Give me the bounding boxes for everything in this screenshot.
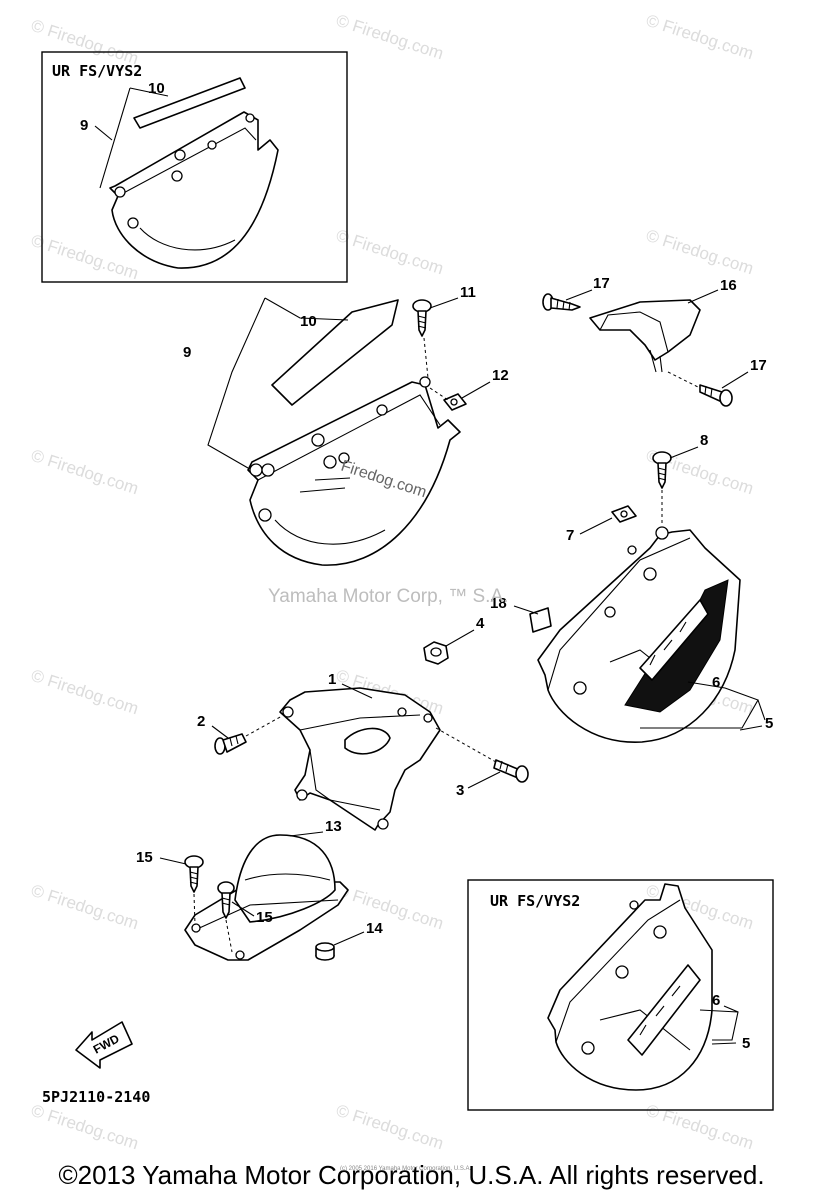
watermark: © Firedog.com (334, 1101, 446, 1154)
callout-14: 14 (366, 920, 383, 937)
decal-10-inset (133, 77, 246, 129)
callout-17-upper: 17 (593, 275, 610, 292)
watermark: © Firedog.com (644, 11, 756, 64)
inset-box-top (41, 51, 348, 283)
bracket-16 (589, 299, 701, 373)
callout-16: 16 (720, 277, 737, 294)
callout-5-inset: 5 (742, 1035, 750, 1052)
screw-8 (652, 451, 672, 489)
clip-7 (611, 505, 637, 523)
copyright-notice: ©2013 Yamaha Motor Corporation, U.S.A. A… (58, 1160, 765, 1190)
callout-18: 18 (490, 595, 507, 612)
callout-6: 6 (712, 674, 720, 691)
inset-label-top: UR FS/VYS2 (52, 62, 142, 80)
callout-3: 3 (456, 782, 464, 799)
fine-print: (c) 2005 2016 Yamaha Motor Corporation, … (340, 1166, 472, 1172)
callout-2: 2 (197, 713, 205, 730)
side-cover-9-drawing (247, 299, 461, 566)
side-cover-9-inset (109, 111, 279, 269)
callout-11: 11 (460, 284, 476, 301)
callout-1: 1 (328, 671, 336, 688)
screw-11 (412, 299, 432, 337)
screw-17-upper (542, 293, 581, 311)
emblem-6-text (639, 599, 709, 681)
watermark: © Firedog.com (29, 446, 141, 499)
callout-13: 13 (325, 818, 342, 835)
diagram-code: 5PJ2110-2140 (42, 1088, 150, 1106)
cover-13 (184, 834, 349, 961)
watermark: © Firedog.com (334, 11, 446, 64)
callout-4: 4 (476, 615, 485, 632)
inset-box-bottom (467, 879, 774, 1111)
side-cover-9 (247, 381, 461, 566)
callout-10: 10 (300, 313, 317, 330)
callout-15-a: 15 (136, 849, 153, 866)
watermark: © Firedog.com (644, 226, 756, 279)
nut-4 (423, 641, 449, 665)
screw-17-lower (699, 384, 733, 407)
bolt-15-a (184, 855, 204, 893)
watermark: © Firedog.com (29, 666, 141, 719)
inset-emblem-6 (627, 964, 701, 1056)
callout-8: 8 (700, 432, 708, 449)
watermark: © Firedog.com (29, 1101, 141, 1154)
decal-10 (271, 299, 399, 406)
callout-15-b: 15 (256, 909, 273, 926)
watermark: © Firedog.com (644, 1101, 756, 1154)
bolt-15-b (217, 881, 235, 919)
decal-18 (529, 607, 552, 633)
inset-side-cover-drawing (109, 77, 279, 269)
watermark: © Firedog.com (334, 226, 446, 279)
callout-7: 7 (566, 527, 574, 544)
cover-1 (279, 687, 441, 831)
side-cover-5 (537, 526, 741, 743)
callout-12: 12 (492, 367, 509, 384)
inset-side-cover-5-drawing (547, 883, 713, 1091)
callout-17-lower: 17 (750, 357, 767, 374)
bolt-2 (214, 733, 247, 755)
callout-9-inset: 9 (80, 117, 88, 134)
watermark: © Firedog.com (29, 881, 141, 934)
watermark: © Firedog.com (334, 881, 446, 934)
fwd-arrow-icon: FWD (75, 1021, 133, 1069)
bolt-3 (493, 759, 529, 783)
damper-14 (315, 942, 335, 961)
clip-12 (443, 393, 467, 411)
callout-6-inset: 6 (712, 992, 720, 1009)
callout-9: 9 (183, 344, 191, 361)
inset-label-bottom: UR FS/VYS2 (490, 892, 580, 910)
watermark: © Firedog.com (29, 16, 141, 69)
callout-5: 5 (765, 715, 773, 732)
center-watermark: Yamaha Motor Corp, ™ S.A. (268, 586, 508, 607)
